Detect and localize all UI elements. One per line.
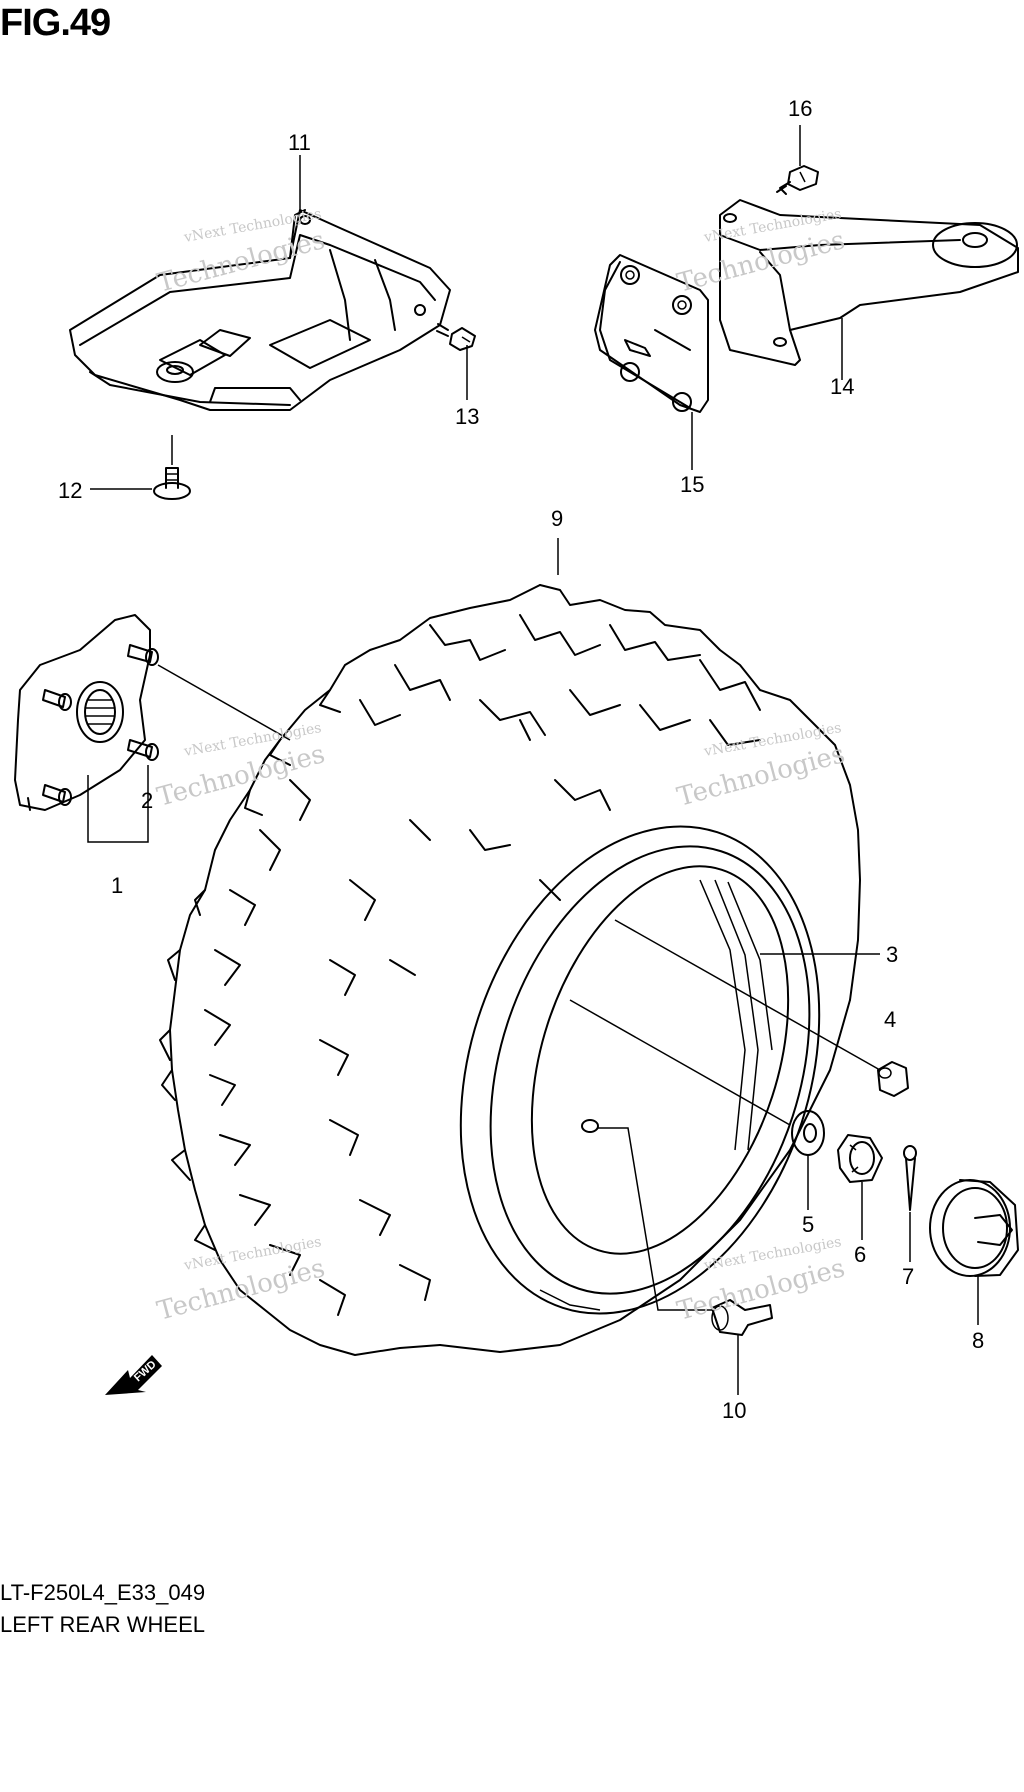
- part-10-valve-drawing: [711, 1299, 773, 1336]
- fwd-arrow: FWD: [105, 1355, 162, 1395]
- watermark-text: Technologies: [154, 1253, 328, 1327]
- callout-3[interactable]: 3: [886, 942, 898, 967]
- part-8-cap-drawing: [929, 1179, 1019, 1277]
- part-4-nut-drawing: [877, 1061, 909, 1097]
- part-16-bolt-drawing: [776, 165, 819, 195]
- callout-5[interactable]: 5: [802, 1212, 814, 1237]
- callout-labels: 11 13 12 16 14 15 9 2 1 3 4 5 6 7 8 10: [58, 96, 984, 1423]
- callout-10[interactable]: 10: [722, 1398, 746, 1423]
- part-11-guard-drawing: [69, 209, 451, 411]
- part-12-bolt-drawing: [153, 467, 191, 500]
- part-15-holder-drawing: [594, 254, 709, 413]
- leader-lines: [87, 125, 979, 1395]
- model-code: LT-F250L4_E33_049: [0, 1580, 206, 1605]
- watermark-text: Technologies: [154, 225, 328, 299]
- callout-12[interactable]: 12: [58, 478, 82, 503]
- callout-7[interactable]: 7: [902, 1264, 914, 1289]
- part-6-castle-nut-drawing: [837, 1134, 883, 1183]
- figure-title: FIG.49: [0, 2, 111, 44]
- callout-6[interactable]: 6: [854, 1242, 866, 1267]
- callout-15[interactable]: 15: [680, 472, 704, 497]
- part-7-cotter-pin-drawing: [903, 1145, 917, 1211]
- callout-11[interactable]: 11: [288, 130, 311, 155]
- part-13-bolt-drawing: [436, 323, 476, 351]
- part-14-bracket-drawing: [719, 199, 1019, 366]
- callout-9[interactable]: 9: [551, 506, 563, 531]
- part-1-hub-drawing: [14, 614, 159, 811]
- callout-14[interactable]: 14: [830, 374, 854, 399]
- callout-16[interactable]: 16: [788, 96, 812, 121]
- callout-1[interactable]: 1: [111, 873, 123, 898]
- callout-2[interactable]: 2: [141, 788, 153, 813]
- part-5-washer-drawing: [791, 1110, 825, 1156]
- watermark-text: Technologies: [674, 739, 848, 813]
- callout-8[interactable]: 8: [972, 1328, 984, 1353]
- callout-13[interactable]: 13: [455, 404, 479, 429]
- part-9-tire-drawing: [159, 584, 861, 1356]
- watermark-text: Technologies: [674, 1253, 848, 1327]
- part-group-name: LEFT REAR WHEEL: [0, 1612, 205, 1637]
- callout-4[interactable]: 4: [884, 1007, 896, 1032]
- watermark-text: Technologies: [674, 225, 848, 299]
